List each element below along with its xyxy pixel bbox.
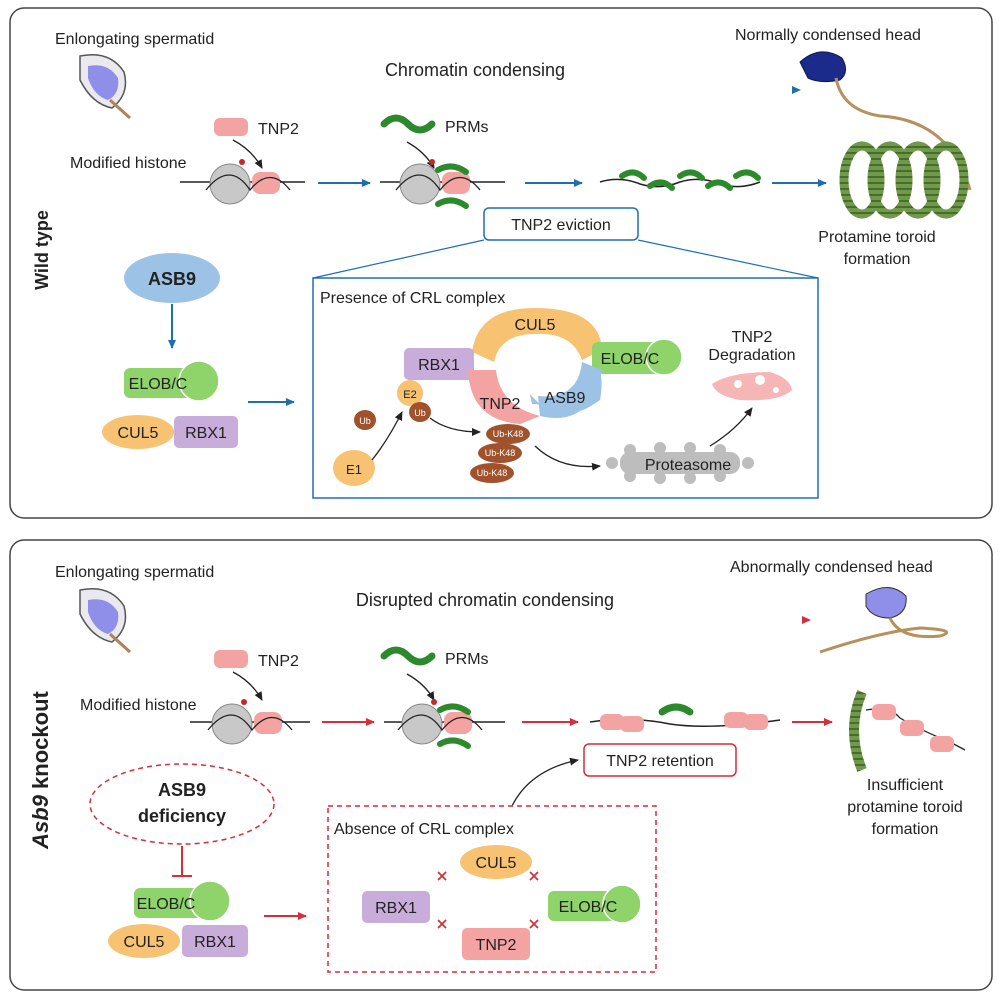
tnp2-degraded-icon	[712, 372, 792, 401]
ub-k48-1	[486, 424, 530, 444]
tnp2-retention-label: TNP2 retention	[606, 753, 714, 770]
crl-cul5-shape	[472, 308, 602, 362]
ko-rbx1-box	[182, 925, 248, 957]
wt-prms-label: PRMs	[445, 119, 489, 136]
crl-presence-title: Presence of CRL complex	[320, 290, 505, 307]
ub-icon	[354, 410, 376, 430]
nucleosome-prm-icon	[380, 159, 505, 209]
prms-icon	[380, 114, 436, 134]
insufficient-toroid-icon	[849, 690, 966, 772]
wt-elobc-box	[124, 368, 196, 398]
svg-text:Ub-K48: Ub-K48	[485, 448, 516, 458]
wt-tnp2-label: TNP2	[258, 121, 299, 138]
crl-elobc-label: ELOB/C	[601, 351, 660, 368]
abnormal-head-label: Abnormally condensed head	[730, 559, 933, 576]
crl-cul5-label: CUL5	[515, 317, 556, 334]
ko-prms-icon	[380, 646, 436, 666]
asb9-deficiency-ellipse	[89, 763, 275, 845]
ko-crl-rbx1	[362, 891, 430, 923]
ko-cul5-label: CUL5	[124, 934, 165, 951]
ko-nucleosome-prm-icon	[384, 699, 505, 749]
disrupted-label: Disrupted chromatin condensing	[356, 590, 614, 610]
degradation-label-2: Degradation	[708, 347, 795, 364]
crl-rbx1-label: RBX1	[418, 357, 460, 374]
e1-label: E1	[346, 462, 362, 477]
protamine-dna-icon	[599, 169, 761, 191]
wt-modified-histone-label: Modified histone	[70, 155, 187, 172]
ko-elobc-label: ELOB/C	[137, 896, 196, 913]
proteasome-label: Proteasome	[645, 457, 731, 474]
ko-retained-tnp2-dna-icon	[589, 703, 781, 732]
normal-sperm-head-icon	[799, 51, 972, 191]
asb9-label: ASB9	[148, 269, 196, 289]
ko-crl-elobc	[548, 891, 620, 921]
ub-label-e2: Ub	[414, 408, 426, 418]
wild-type-label: Wild type	[32, 210, 52, 290]
ko-rbx1-label: RBX1	[194, 934, 236, 951]
ko-crl-tnp2-label: TNP2	[476, 937, 517, 954]
ko-elobc-box	[134, 888, 206, 918]
broken-interaction-marks	[437, 871, 539, 929]
ub-label-free: Ub	[359, 416, 371, 426]
insufficient-label-2: protamine toroid	[847, 799, 963, 816]
ko-crl-tnp2	[462, 928, 530, 960]
insufficient-label-1: Insufficient	[867, 777, 944, 794]
normal-head-label: Normally condensed head	[735, 27, 921, 44]
ko-prms-label: PRMs	[445, 651, 489, 668]
nucleosome-icon	[180, 159, 305, 205]
ub-k48-2	[478, 443, 522, 463]
knockout-label: Asb9 knockout	[28, 690, 53, 849]
ko-spermatid-label: Enlongating spermatid	[55, 564, 214, 581]
proteasome-icon	[606, 442, 754, 484]
tnp2-retention-box	[583, 743, 737, 777]
ko-nucleosome-icon	[190, 699, 310, 745]
toroid-label-1: Protamine toroid	[818, 229, 935, 246]
degradation-label-1: TNP2	[732, 329, 773, 346]
crl-asb9-label: ASB9	[545, 390, 586, 407]
wt-rbx1-label: RBX1	[185, 425, 227, 442]
ko-crl-rbx1-label: RBX1	[375, 900, 417, 917]
e1-icon	[333, 450, 375, 486]
e2-label: E2	[403, 389, 416, 401]
crl-tnp2-shape	[468, 370, 540, 424]
ko-crl-cul5-label: CUL5	[476, 855, 517, 872]
ko-cul5-ellipse	[108, 924, 180, 958]
svg-text:Ub-K48: Ub-K48	[477, 468, 508, 478]
protamine-toroid-icon	[839, 141, 969, 219]
wt-rbx1-box	[174, 416, 238, 448]
insufficient-label-3: formation	[872, 821, 939, 838]
toroid-label-2: formation	[844, 251, 911, 268]
ko-crl-elobc-label: ELOB/C	[559, 899, 618, 916]
wt-spermatid-label: Enlongating spermatid	[55, 31, 214, 48]
asb9-def-label-2: deficiency	[138, 806, 226, 826]
ko-crl-cul5	[460, 845, 532, 879]
ub-k48-3	[470, 463, 514, 483]
tnp2-eviction-label: TNP2 eviction	[511, 217, 611, 234]
crl-tnp2-label: TNP2	[480, 396, 521, 413]
ko-spermatid-icon	[79, 588, 132, 654]
crl-rbx1-box	[404, 348, 474, 380]
crl-elobc-box	[592, 342, 664, 374]
asb9-def-label-1: ASB9	[158, 780, 206, 800]
svg-text:Ub-K48: Ub-K48	[493, 429, 524, 439]
spermatid-icon	[79, 54, 132, 120]
ko-modified-histone-label: Modified histone	[80, 697, 197, 714]
chromatin-condensing-label: Chromatin condensing	[385, 60, 565, 80]
tnp2-eviction-box	[483, 207, 639, 241]
wt-elobc-label: ELOB/C	[129, 376, 188, 393]
ko-tnp2-block-icon	[214, 650, 248, 668]
tnp2-block-icon	[214, 118, 248, 136]
wt-cul5-ellipse	[102, 415, 174, 449]
wild-type-panel	[9, 7, 993, 519]
abnormal-sperm-head-icon	[819, 587, 949, 654]
asb9-ellipse	[124, 253, 220, 303]
ko-tnp2-label: TNP2	[258, 653, 299, 670]
wt-cul5-label: CUL5	[118, 425, 159, 442]
crl-absence-title: Absence of CRL complex	[334, 821, 514, 838]
knockout-panel	[9, 539, 993, 991]
e2-icon	[397, 380, 423, 406]
